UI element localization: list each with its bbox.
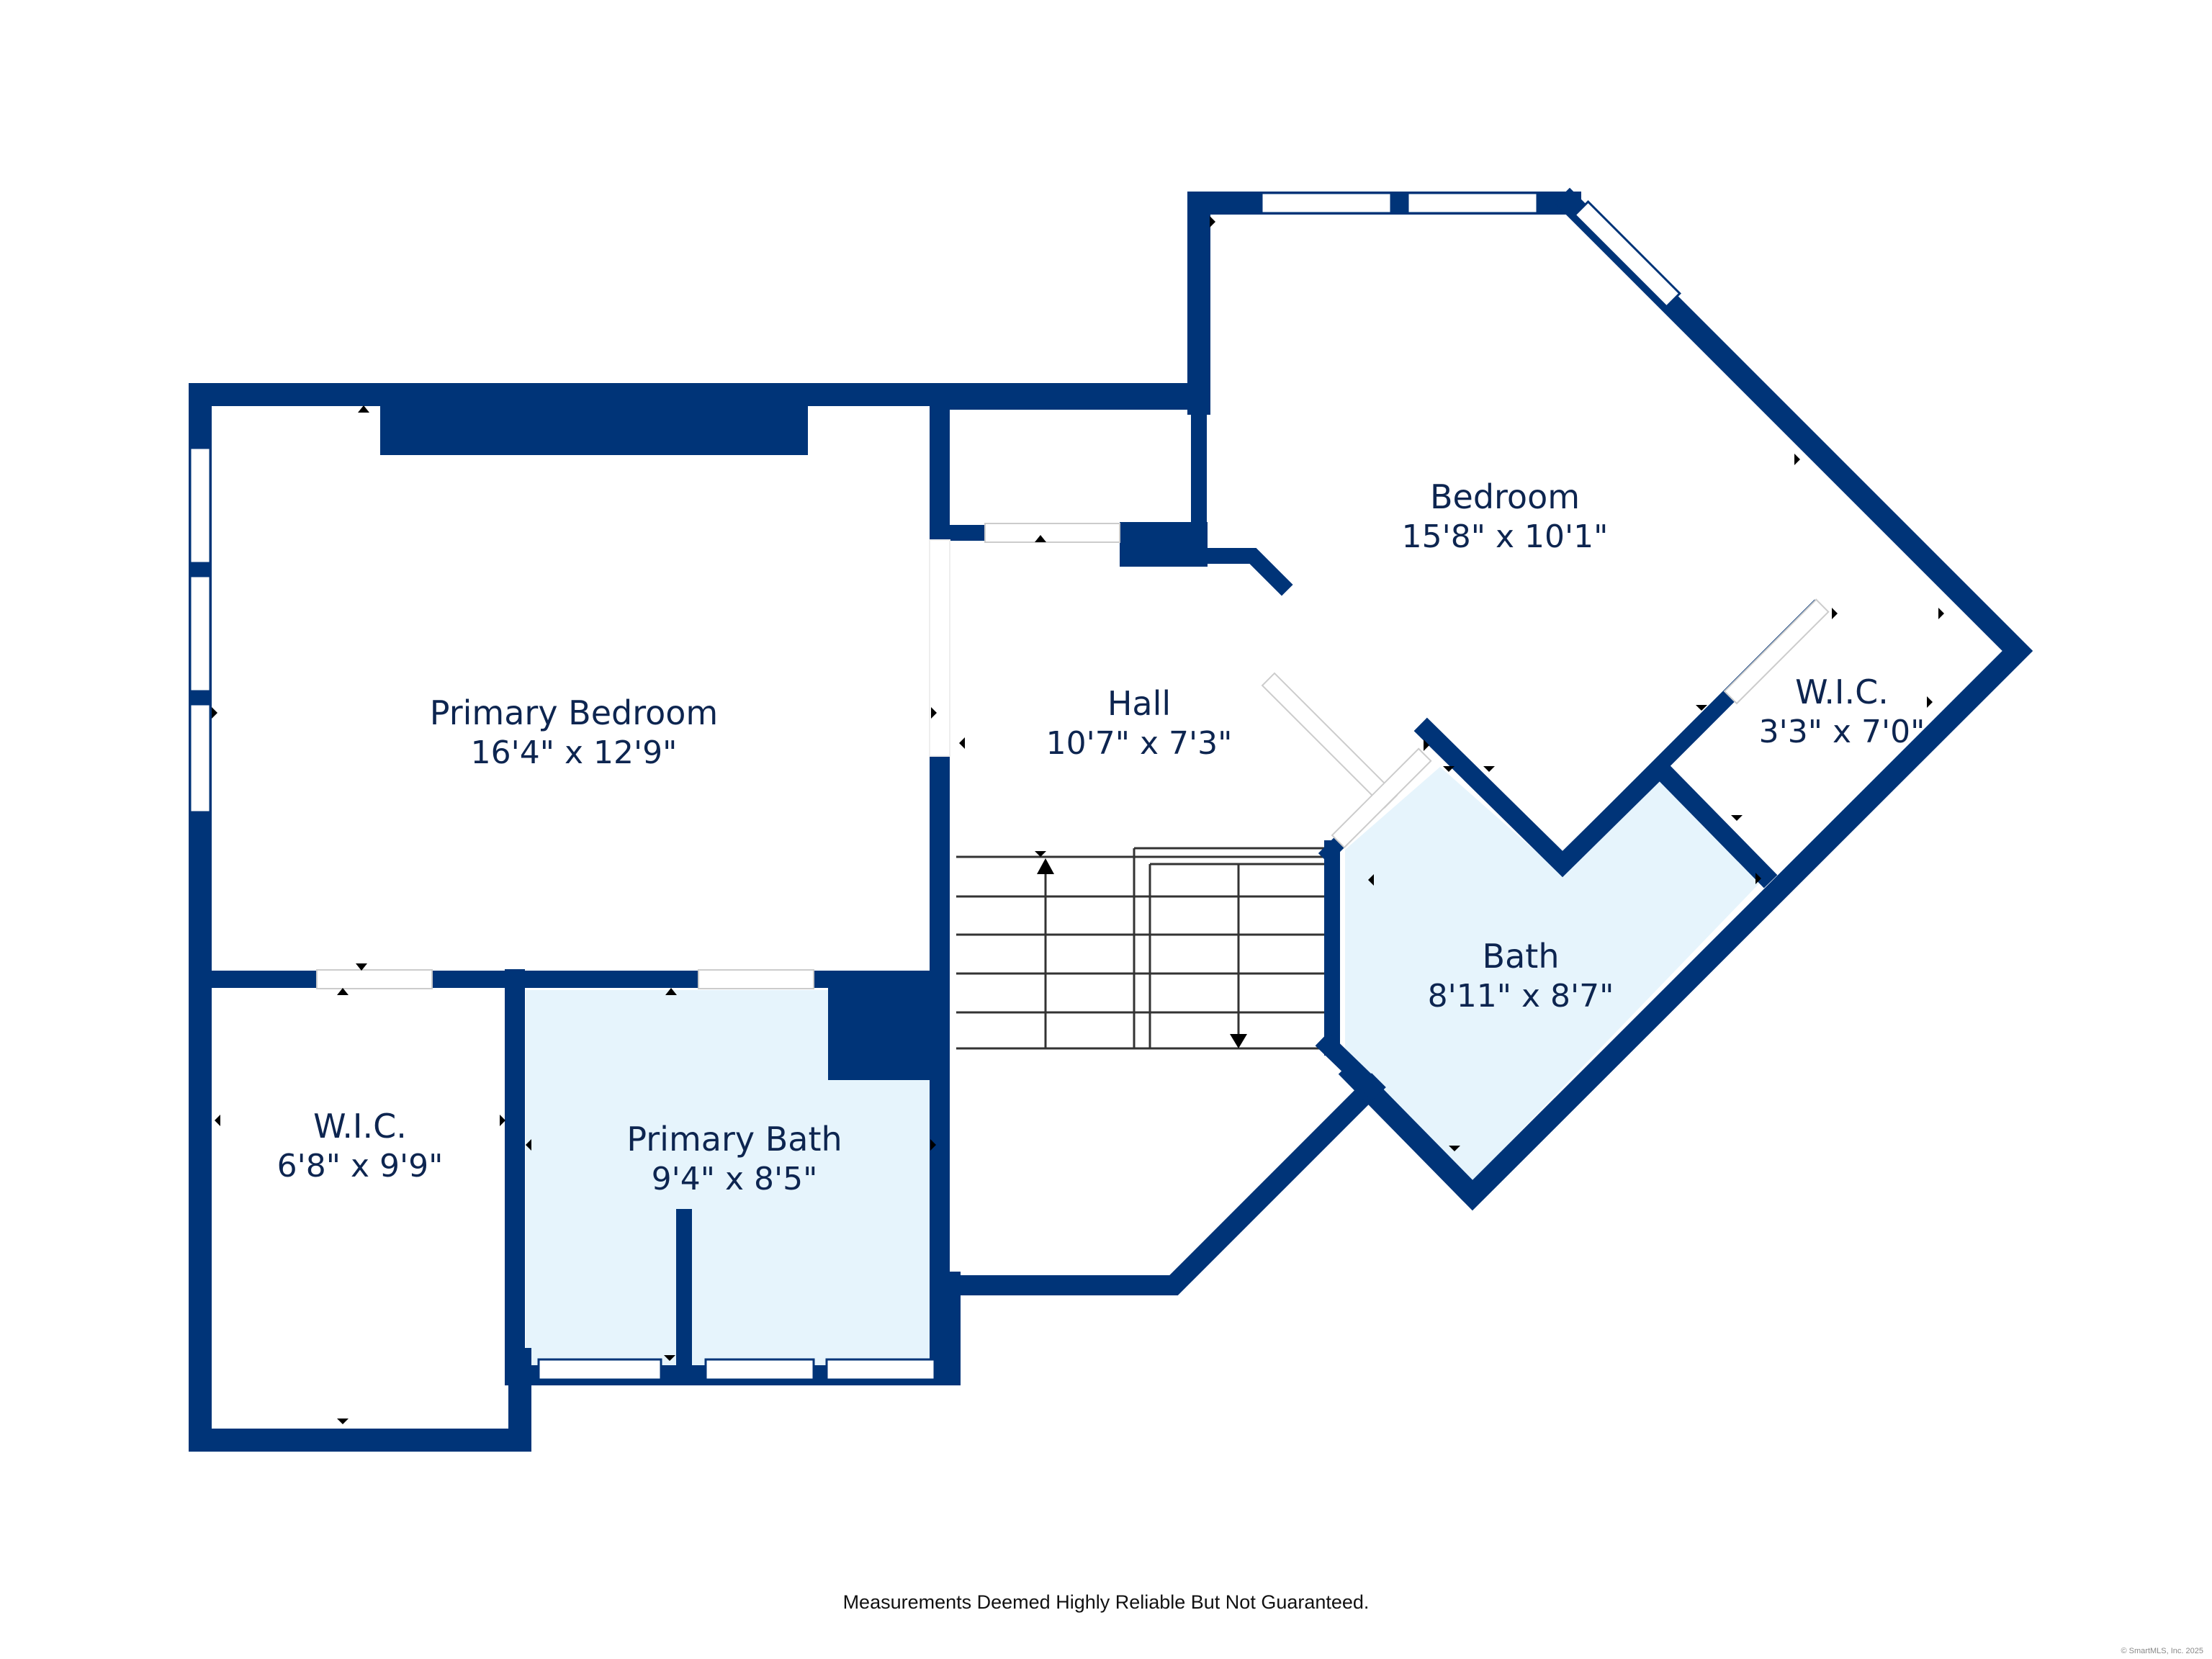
bath-block bbox=[828, 979, 940, 1080]
door-openings bbox=[316, 523, 1830, 989]
window-bottom-2 bbox=[704, 1358, 815, 1381]
windows bbox=[189, 192, 1681, 1381]
room-hall: Hall 10'7" x 7'3" bbox=[1046, 684, 1233, 762]
room-bedroom: Bedroom 15'8" x 10'1" bbox=[1402, 477, 1609, 555]
window-left-1 bbox=[189, 446, 212, 565]
stair-down-arrow bbox=[1230, 1034, 1247, 1048]
room-dimensions: 16'4" x 12'9" bbox=[471, 734, 678, 771]
room-dimensions: 6'8" x 9'9" bbox=[277, 1148, 444, 1184]
door-markers bbox=[212, 216, 1944, 1424]
wall-blocks bbox=[380, 403, 1208, 1080]
room-name: Primary Bedroom bbox=[430, 693, 718, 732]
disclaimer-text: Measurements Deemed Highly Reliable But … bbox=[843, 1591, 1370, 1613]
window-left-2 bbox=[189, 575, 212, 693]
room-dimensions: 15'8" x 10'1" bbox=[1402, 518, 1609, 555]
room-name: Bath bbox=[1483, 937, 1560, 976]
window-bottom-1 bbox=[537, 1358, 662, 1381]
corner-block bbox=[1120, 522, 1208, 567]
window-bottom-3 bbox=[825, 1358, 936, 1381]
room-bath: Bath 8'11" x 8'7" bbox=[1428, 937, 1614, 1015]
room-wic-large: W.I.C. 6'8" x 9'9" bbox=[277, 1107, 444, 1184]
staircase bbox=[956, 847, 1328, 1050]
stair-up-arrow bbox=[1037, 858, 1054, 874]
room-name: Primary Bath bbox=[626, 1120, 842, 1159]
room-labels: Primary Bedroom 16'4" x 12'9" Hall 10'7"… bbox=[277, 477, 1925, 1197]
copyright-text: © SmartMLS, Inc. 2025 bbox=[2121, 1647, 2204, 1655]
closet-block bbox=[380, 403, 808, 455]
window-diag bbox=[1573, 200, 1681, 308]
bath-fills bbox=[526, 767, 1761, 1368]
primary-bath-floor bbox=[526, 990, 940, 1368]
room-dimensions: 9'4" x 8'5" bbox=[652, 1161, 818, 1197]
room-primary-bath: Primary Bath 9'4" x 8'5" bbox=[626, 1120, 842, 1197]
window-top-2 bbox=[1406, 192, 1539, 215]
room-dimensions: 3'3" x 7'0" bbox=[1759, 714, 1925, 750]
room-name: W.I.C. bbox=[313, 1107, 407, 1146]
room-wic-small: W.I.C. 3'3" x 7'0" bbox=[1759, 673, 1925, 750]
walls bbox=[189, 187, 2033, 1452]
room-name: Bedroom bbox=[1430, 477, 1580, 516]
room-dimensions: 8'11" x 8'7" bbox=[1428, 978, 1614, 1015]
window-top-1 bbox=[1260, 192, 1393, 215]
room-primary-bedroom: Primary Bedroom 16'4" x 12'9" bbox=[430, 693, 718, 771]
window-left-3 bbox=[189, 703, 212, 814]
room-name: W.I.C. bbox=[1795, 673, 1889, 711]
room-name: Hall bbox=[1107, 684, 1171, 723]
room-dimensions: 10'7" x 7'3" bbox=[1046, 725, 1233, 762]
bath-floor bbox=[1345, 767, 1761, 1181]
